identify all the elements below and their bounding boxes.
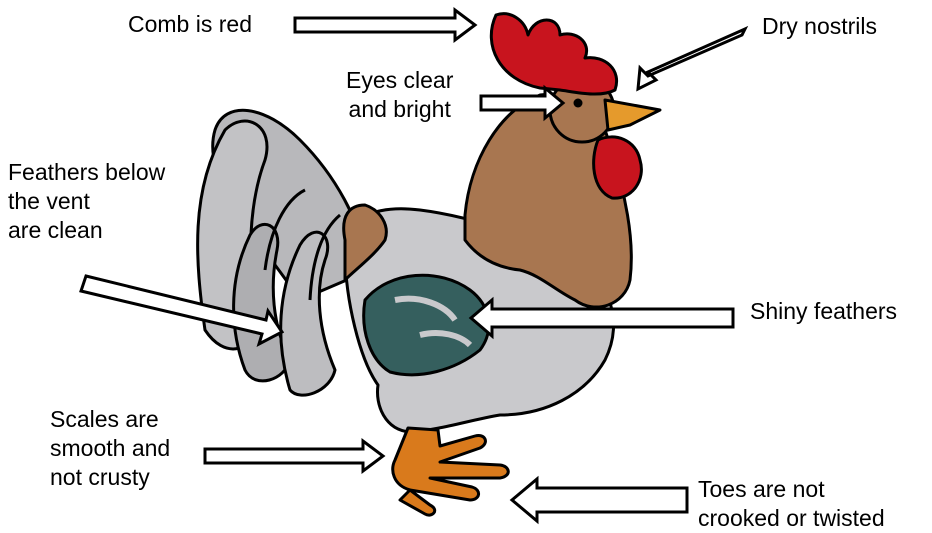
label-shiny: Shiny feathers: [750, 297, 897, 326]
label-eyes-line-1: Eyes clear: [346, 67, 454, 93]
rooster-beak: [603, 98, 662, 132]
label-eyes: Eyes clear and bright: [346, 66, 453, 124]
label-toes-line-1: Toes are not: [698, 476, 825, 502]
label-scales: Scales are smooth and not crusty: [50, 405, 170, 492]
rooster-illustration: [196, 12, 662, 517]
label-comb: Comb is red: [128, 10, 252, 39]
label-scales-line-3: not crusty: [50, 464, 150, 490]
label-vent-line-2: the vent: [8, 188, 90, 214]
arrow-nostrils: [636, 25, 749, 92]
rooster-wattle: [592, 135, 643, 200]
arrow-comb: [293, 7, 478, 43]
label-vent-line-3: are clean: [8, 217, 103, 243]
label-nostrils: Dry nostrils: [762, 12, 877, 41]
arrow-eyes: [479, 84, 566, 122]
arrow-scales: [203, 438, 386, 474]
label-vent: Feathers below the vent are clean: [8, 158, 165, 245]
label-toes-line-2: crooked or twisted: [698, 505, 885, 531]
label-scales-line-1: Scales are: [50, 406, 159, 432]
label-toes: Toes are not crooked or twisted: [698, 475, 885, 533]
label-shiny-text: Shiny feathers: [750, 298, 898, 324]
label-vent-line-1: Feathers below: [8, 159, 166, 185]
rooster-eye: [573, 98, 583, 108]
label-scales-line-2: smooth and: [50, 435, 171, 461]
rooster-wing: [362, 273, 491, 377]
arrow-shiny: [468, 296, 735, 340]
tail-feathers: [196, 108, 372, 397]
rooster-feet: [391, 426, 510, 517]
arrows: [79, 7, 749, 525]
arrow-toes: [509, 475, 689, 525]
arrow-vent: [79, 274, 285, 347]
rooster-comb: [489, 12, 618, 96]
label-nostrils-text: Dry nostrils: [762, 13, 878, 39]
label-eyes-line-2: and bright: [348, 96, 451, 122]
label-comb-text: Comb is red: [128, 11, 252, 37]
